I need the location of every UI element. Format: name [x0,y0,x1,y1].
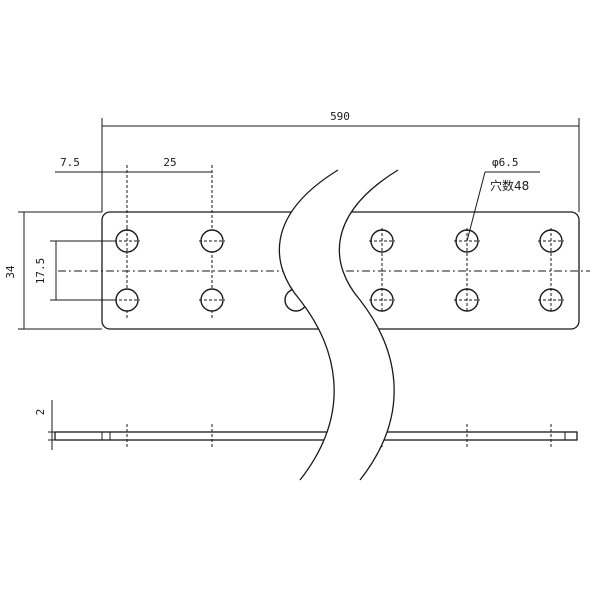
plate-side-view [54,424,578,448]
side-outline [54,431,578,441]
hole [538,228,564,313]
dim-thickness: 2 [34,400,60,450]
dim-17-5-label: 17.5 [34,258,47,285]
dim-25-label: 25 [163,156,176,169]
dim-overall-length: 590 [101,110,580,212]
hole [369,228,395,313]
break-lines [278,169,399,481]
dim-590-label: 590 [330,110,350,123]
dim-row-spacing: 17.5 [34,240,115,301]
hole-note-leader [466,171,486,242]
holes-left-group [114,165,308,318]
hole-diameter-label: φ6.5 [492,156,519,169]
dim-2-label: 2 [34,409,47,416]
dim-overall-width: 34 [4,211,102,330]
break-curve-left [278,169,339,481]
holes-right-group [369,228,564,313]
hole [114,165,140,318]
dim-hole-pitch: 7.5 25 [55,156,212,173]
break-curve-right [338,169,399,481]
hole [199,165,225,318]
dim-7-5-label: 7.5 [60,156,80,169]
hole-count-label: 穴数48 [490,178,529,193]
dim-34-label: 34 [4,265,17,279]
hole-note: φ6.5 穴数48 [466,156,540,242]
